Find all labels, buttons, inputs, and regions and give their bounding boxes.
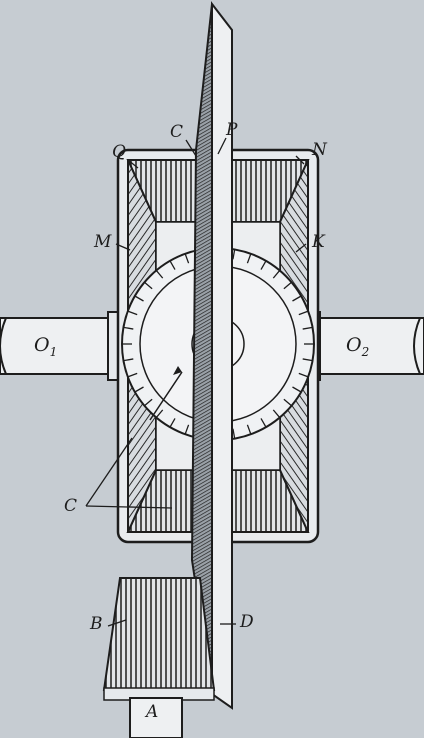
label-n: N bbox=[312, 140, 327, 160]
gear-tooth bbox=[134, 295, 144, 302]
gear-tooth bbox=[184, 424, 190, 435]
gear-tooth bbox=[302, 358, 313, 362]
gear-tooth bbox=[127, 372, 138, 378]
gear-tooth bbox=[246, 424, 252, 435]
gear-tooth bbox=[283, 281, 292, 290]
label-o1: O1 bbox=[34, 336, 57, 358]
gear-tooth bbox=[155, 270, 164, 279]
gear-tooth bbox=[298, 310, 309, 316]
label-o2-main: O bbox=[346, 334, 362, 356]
gear-tooth bbox=[232, 428, 236, 439]
label-b: B bbox=[90, 614, 103, 634]
label-o2-sub: 2 bbox=[361, 344, 370, 359]
gear-tooth bbox=[123, 326, 134, 330]
label-q: Q bbox=[112, 142, 126, 162]
label-p: P bbox=[226, 120, 238, 140]
label-c-lower: C bbox=[64, 496, 78, 516]
label-o1-main: O bbox=[34, 334, 50, 356]
shaft-a bbox=[129, 697, 183, 738]
gear-tooth bbox=[302, 326, 313, 330]
pinion-gear bbox=[102, 577, 216, 701]
gear-tooth bbox=[169, 260, 176, 270]
shaft-left bbox=[0, 311, 125, 381]
gear-tooth bbox=[272, 409, 281, 418]
gear-tooth bbox=[144, 281, 153, 290]
gear-tooth bbox=[155, 409, 164, 418]
gear-tooth bbox=[246, 253, 252, 264]
gear-tooth bbox=[169, 418, 176, 428]
label-a: A bbox=[146, 702, 159, 722]
label-d: D bbox=[240, 612, 254, 632]
label-o2: O2 bbox=[346, 336, 369, 358]
label-c-top: C bbox=[170, 122, 184, 142]
gear-tooth bbox=[123, 358, 134, 362]
gear-tooth bbox=[127, 310, 138, 316]
rack-shaft bbox=[190, 1, 233, 710]
label-o1-sub: 1 bbox=[49, 344, 58, 359]
gear-tooth bbox=[144, 398, 153, 407]
gear-tooth bbox=[260, 418, 267, 428]
gear-tooth bbox=[272, 270, 281, 279]
gear-tooth bbox=[283, 398, 292, 407]
gear-tooth bbox=[232, 249, 236, 260]
gear-tooth bbox=[298, 372, 309, 378]
label-k: K bbox=[312, 232, 325, 252]
gear-tooth bbox=[184, 253, 190, 264]
label-m: M bbox=[94, 232, 112, 252]
gear-tooth bbox=[134, 386, 144, 393]
leader-lines bbox=[85, 137, 307, 627]
gear-tooth bbox=[292, 386, 302, 393]
gear-tooth bbox=[260, 260, 267, 270]
gear-tooth bbox=[292, 295, 302, 302]
